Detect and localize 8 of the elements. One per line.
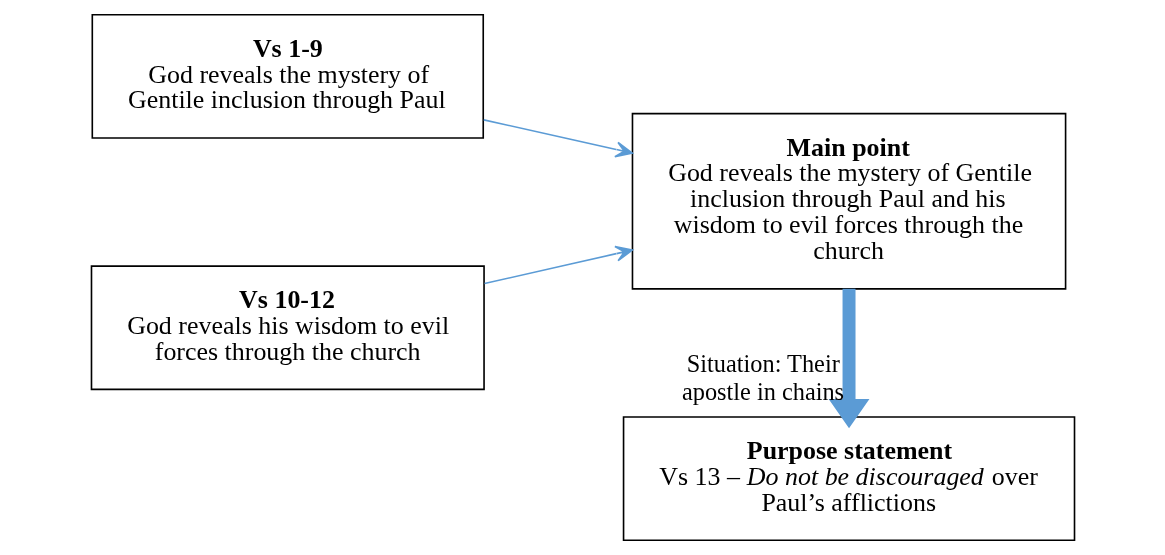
node-box: Main point God reveals the mystery of Gentile inclusion through Paul and his wisdom to evil forces through the church bbox=[631, 112, 1066, 290]
node-box: Vs 1-9 God reveals the mystery of Gentile inclusion through Paul bbox=[91, 13, 484, 139]
node-box: Purpose statement Vs 13 – Do not be discouraged over Paul’s afflictions bbox=[622, 416, 1075, 542]
node-box: Vs 10-12 God reveals his wisdom to evil forces through the church bbox=[90, 265, 485, 391]
arrow bbox=[482, 119, 633, 158]
arrow bbox=[483, 245, 633, 285]
edge-label: Situation: Their apostle in chains bbox=[681, 350, 844, 405]
arrow bbox=[828, 288, 869, 429]
